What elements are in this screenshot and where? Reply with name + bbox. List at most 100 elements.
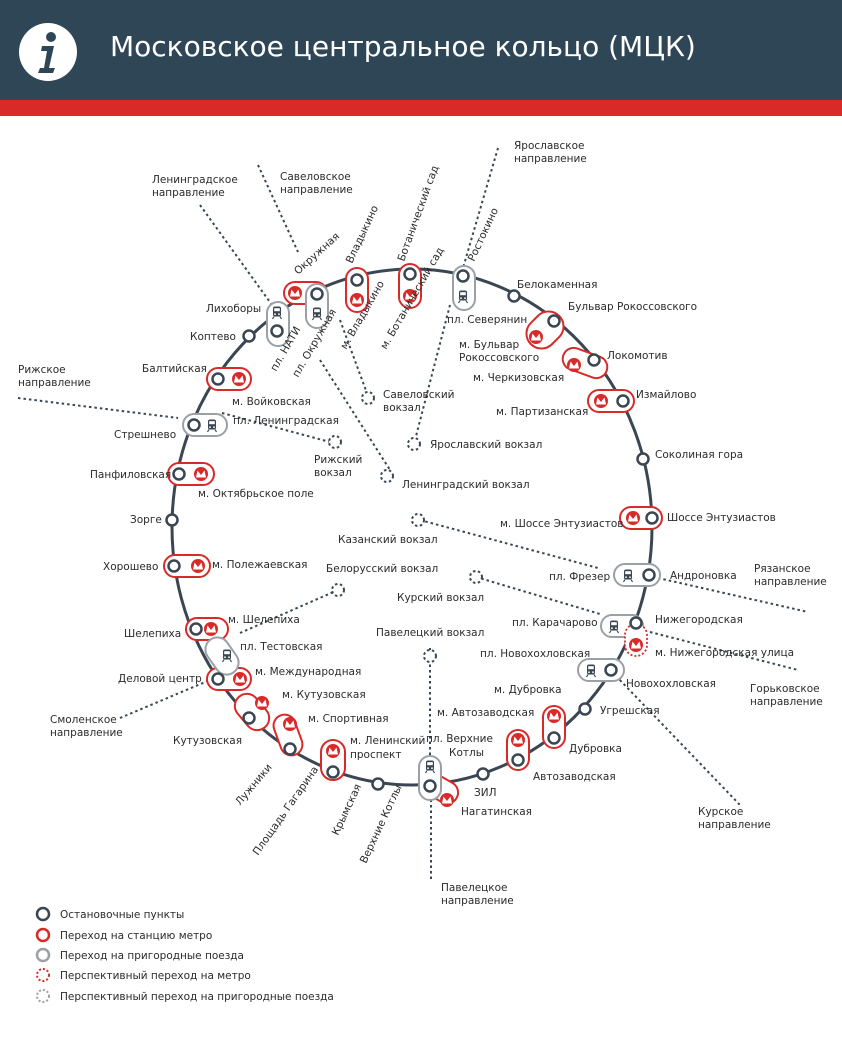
station-label: Соколиная гора [655,449,743,461]
svg-text:Рязанское: Рязанское [754,563,811,575]
transfer-label: м. Спортивная [308,713,389,725]
transfer-label: Нагатинская [461,806,532,818]
transfer-label: пл. Ленинградская [233,415,339,427]
vokzal-label: Казанский вокзал [338,534,438,546]
transfer-label: пл. Тестовская [240,641,323,653]
svg-text:направление: направление [18,377,91,389]
station-label: Окружная [292,230,342,277]
legend-future-train: Перспективный переход на пригородные пое… [60,991,334,1003]
transfer-label: м. Дубровка [494,684,562,696]
svg-text:направление: направление [750,696,823,708]
transfer-label: м. Ленинский [350,735,425,747]
svg-text:Павелецкое: Павелецкое [441,882,508,894]
header-bar [0,0,842,100]
vokzal-label: Белорусский вокзал [326,563,438,575]
station-stops [165,267,659,793]
transfer-label: м. Бульвар [459,339,520,351]
station-label: Шелепиха [124,628,181,640]
transfer-label: м. Шелепиха [228,614,300,626]
vokzal-label: Ленинградский вокзал [402,479,530,491]
svg-text:направление: направление [50,727,123,739]
svg-text:Савеловский: Савеловский [383,389,455,401]
transfer-label: м. Полежаевская [212,559,308,571]
transfer-label: проспект [350,749,402,761]
transfer-label: м. Международная [255,666,361,678]
station-label: Угрешская [600,705,660,717]
vokzal-label: Ярославский вокзал [430,439,542,451]
legend: Остановочные пункты Переход на станцию м… [35,906,334,1003]
svg-text:Рижский: Рижский [314,454,362,466]
station-label: Ростокино [466,206,501,263]
transfer-label: Рокоссовского [459,352,539,364]
station-label: Нижегородская [655,614,743,626]
svg-text:направление: направление [441,895,514,907]
svg-text:вокзал: вокзал [314,467,352,479]
station-label: Верхние Котлы [358,783,405,865]
station-label: Зорге [130,514,162,526]
station-label: Балтийская [142,363,207,375]
svg-text:вокзал: вокзал [383,402,421,414]
transfer-label: м. Партизанская [496,406,588,418]
transfer-label: пл. Фрезер [549,571,610,583]
transfer-label: м. Ботанический сад [378,245,446,351]
station-label: Владыкино [344,204,381,266]
svg-text:Ярославское: Ярославское [514,140,585,152]
station-label: Локомотив [607,350,668,362]
station-label: Коптево [190,331,236,343]
transfer-label: Котлы [449,747,484,759]
legend-stop: Остановочные пункты [60,909,184,921]
info-icon [19,23,77,81]
station-label: Стрешнево [114,429,176,441]
direction-lines [17,147,809,880]
svg-text:Смоленское: Смоленское [50,714,117,726]
svg-text:Савеловское: Савеловское [280,171,351,183]
station-label: Хорошево [103,561,158,573]
svg-text:направление: направление [280,184,353,196]
transfer-label: пл. Новохохловская [480,648,590,660]
svg-text:направление: направление [698,819,771,831]
station-label: Лужники [233,762,275,808]
station-label: Новохохловская [626,678,716,690]
transfer-label: м. Шоссе Энтузиастов [500,518,623,530]
transfer-label: пл. Верхние [426,733,493,745]
station-label: Панфиловская [90,469,171,481]
station-label: Шоссе Энтузиастов [667,512,776,524]
vokzal-label: Павелецкий вокзал [376,627,484,639]
station-label: Деловой центр [118,673,202,685]
svg-text:направление: направление [754,576,827,588]
transfer-label: пл. Карачарово [512,617,598,629]
station-label: Лихоборы [206,303,261,315]
station-label: ЗИЛ [474,787,496,799]
vokzal-label: Курский вокзал [397,592,484,604]
header-accent-stripe [0,100,842,116]
transfer-label: м. Автозаводская [437,707,534,719]
legend-train: Переход на пригородные поезда [60,950,244,962]
station-label: Измайлово [636,389,696,401]
transfer-label: м. Войковская [232,396,311,408]
legend-metro: Переход на станцию метро [60,930,212,942]
station-label: Бульвар Рокоссовского [568,301,697,313]
svg-text:направление: направление [152,187,225,199]
transfer-label: м. Кутузовская [282,689,366,701]
station-label: Автозаводская [533,771,616,783]
legend-future-metro: Перспективный переход на метро [60,970,251,982]
page-title: Московское центральное кольцо (МЦК) [110,30,696,63]
transfer-label: м. Нижегородская улица [655,647,794,659]
station-label: Дубровка [569,743,622,755]
svg-text:направление: направление [514,153,587,165]
svg-text:Ленинградское: Ленинградское [152,174,238,186]
station-label: Белокаменная [517,279,597,291]
station-label: Кутузовская [173,735,242,747]
station-label: Крымская [330,782,364,837]
station-label: Андроновка [670,570,737,582]
transfer-label: м. Октябрьское поле [198,488,314,500]
transfer-label: м. Черкизовская [473,372,564,384]
svg-text:Рижское: Рижское [18,364,66,376]
svg-text:Горьковское: Горьковское [750,683,820,695]
future-vokzal-markers [328,391,483,663]
svg-text:Курское: Курское [698,806,743,818]
transfer-label: пл. Северянин [447,314,527,326]
